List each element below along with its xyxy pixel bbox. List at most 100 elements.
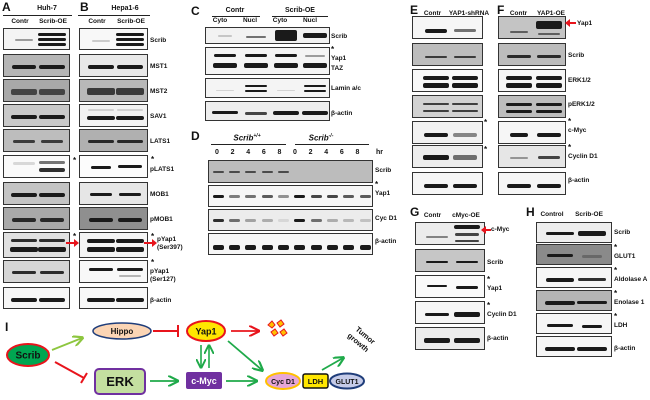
panel-c-group-contr: Contr: [225, 7, 245, 14]
band: [10, 247, 39, 252]
blot-a-6: [3, 155, 70, 178]
blot-b-4: [79, 104, 148, 127]
node-glut1: GLUT1: [329, 372, 365, 390]
label-h-beta-actin: β-actin: [614, 345, 636, 352]
blot-e-1: [412, 16, 483, 39]
blot-f-5: [498, 121, 566, 144]
label-pmob1: pMOB1: [150, 216, 173, 223]
blot-h-5: [536, 313, 612, 334]
panel-e-lane-yap1-shrna: YAP1-shRNA: [448, 10, 490, 17]
band: [118, 275, 141, 277]
band: [245, 85, 267, 87]
panel-g-lane-contr: Contr: [423, 212, 442, 219]
band: [86, 247, 115, 252]
node-erk: ERK: [94, 368, 146, 395]
band: [261, 219, 273, 222]
blot-h-3: [536, 267, 612, 288]
band: [40, 271, 65, 274]
label-mst2: MST2: [150, 88, 168, 95]
timepoint-label: 0: [293, 149, 297, 156]
blot-b-5: [79, 129, 148, 152]
band: [535, 76, 562, 80]
band: [38, 247, 67, 252]
band: [506, 83, 533, 88]
band: [302, 33, 327, 38]
star-pyap1-s127: *: [151, 258, 155, 267]
band: [245, 54, 267, 57]
timepoint-label: 2: [230, 149, 235, 156]
band: [228, 171, 240, 173]
label-mst1: MST1: [150, 63, 168, 70]
band: [343, 245, 355, 250]
blot-h-6: [536, 336, 612, 357]
band: [577, 301, 608, 304]
band: [425, 56, 448, 58]
band: [246, 36, 266, 38]
band: [88, 268, 113, 271]
label-f-perk: pERK1/2: [568, 101, 595, 108]
band: [211, 111, 238, 114]
band: [38, 43, 67, 46]
label-c-beta-actin: β-actin: [331, 110, 353, 117]
panel-d-underline-ko: [295, 144, 369, 145]
blot-h-4: [536, 290, 612, 311]
star-f-cyclind1: *: [568, 143, 572, 152]
blot-f-4: [498, 95, 566, 118]
band: [244, 63, 268, 68]
panel-b-cell-line: Hepa1-6: [111, 5, 139, 12]
band: [115, 298, 144, 302]
band: [261, 195, 273, 198]
band: [116, 268, 143, 271]
band: [39, 193, 66, 197]
band: [536, 55, 561, 58]
band: [261, 171, 273, 173]
band: [11, 89, 38, 95]
blot-e-5: [412, 121, 483, 144]
band: [507, 184, 532, 188]
node-glut1-label: GLUT1: [336, 379, 359, 386]
band: [86, 88, 115, 95]
band: [537, 33, 560, 35]
band: [536, 133, 561, 137]
band: [423, 155, 450, 160]
band: [326, 195, 338, 198]
panel-c-group-scrib-oe: Scrib-OE: [285, 7, 315, 14]
panel-d-group-wt: Scrib+/+: [222, 133, 272, 143]
proliferation-icon: [267, 319, 288, 337]
band: [212, 63, 237, 68]
band: [452, 133, 477, 137]
band: [343, 195, 355, 198]
label-plats1: pLATS1: [150, 166, 175, 173]
band: [245, 90, 267, 92]
blot-b-11: [79, 287, 148, 309]
band: [212, 245, 224, 250]
band: [212, 219, 224, 222]
band: [41, 140, 64, 143]
band: [452, 184, 477, 188]
panel-f-lane-yap1-oe: YAP1-OE: [537, 10, 565, 17]
blot-b-3: [79, 79, 148, 102]
blot-b-8: [79, 207, 148, 230]
band: [116, 65, 143, 69]
band: [294, 245, 306, 250]
band: [261, 245, 273, 250]
star-pyap1-s397: *: [151, 232, 155, 241]
label-f-beta-actin: β-actin: [568, 177, 590, 184]
red-arrow-b-pyap1: [144, 239, 157, 247]
blot-d-scrib: [208, 160, 373, 183]
band: [15, 39, 34, 41]
blot-f-3: [498, 69, 566, 92]
band: [228, 219, 240, 222]
band: [88, 218, 113, 222]
band: [302, 63, 327, 68]
blot-a-5: [3, 129, 70, 152]
label-d-scrib: Scrib: [375, 167, 392, 174]
band: [277, 245, 289, 250]
band: [424, 338, 450, 343]
band: [423, 110, 450, 112]
star-a-pyap1: *: [73, 232, 77, 241]
star-plats1: *: [151, 155, 155, 164]
band: [39, 89, 66, 95]
timepoint-label: 8: [355, 149, 360, 156]
panel-f-letter: F: [497, 3, 505, 17]
